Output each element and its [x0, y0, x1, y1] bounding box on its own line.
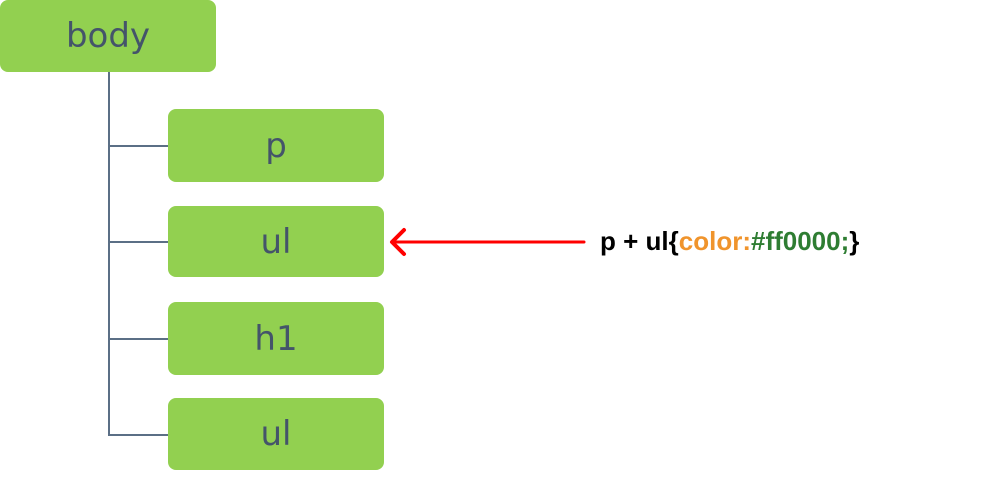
css-rule-label: p + ul{color:#ff0000;} — [600, 223, 859, 259]
arrow-head — [390, 228, 406, 256]
tree-child-node-ul-target: ul — [168, 206, 384, 277]
tree-root-node: body — [0, 0, 216, 72]
tree-child-node-ul: ul — [168, 398, 384, 470]
tree-trunk-line — [108, 72, 110, 436]
open-brace: { — [668, 226, 679, 256]
node-label: ul — [260, 221, 292, 262]
node-label: body — [65, 16, 151, 56]
css-selector: p + ul — [600, 226, 669, 256]
tree-branch-line — [108, 434, 168, 436]
pointer-arrow — [390, 228, 586, 256]
tree-branch-line — [108, 338, 168, 340]
tree-branch-line — [108, 241, 168, 243]
tree-child-node-p: p — [168, 109, 384, 182]
node-label: h1 — [254, 318, 298, 359]
node-label: ul — [260, 414, 292, 454]
tree-branch-line — [108, 145, 168, 147]
close-brace: } — [849, 226, 860, 256]
css-property: color: — [678, 226, 751, 256]
tree-child-node-h1: h1 — [168, 302, 384, 375]
node-label: p — [265, 125, 287, 166]
css-value: #ff0000; — [750, 226, 850, 256]
